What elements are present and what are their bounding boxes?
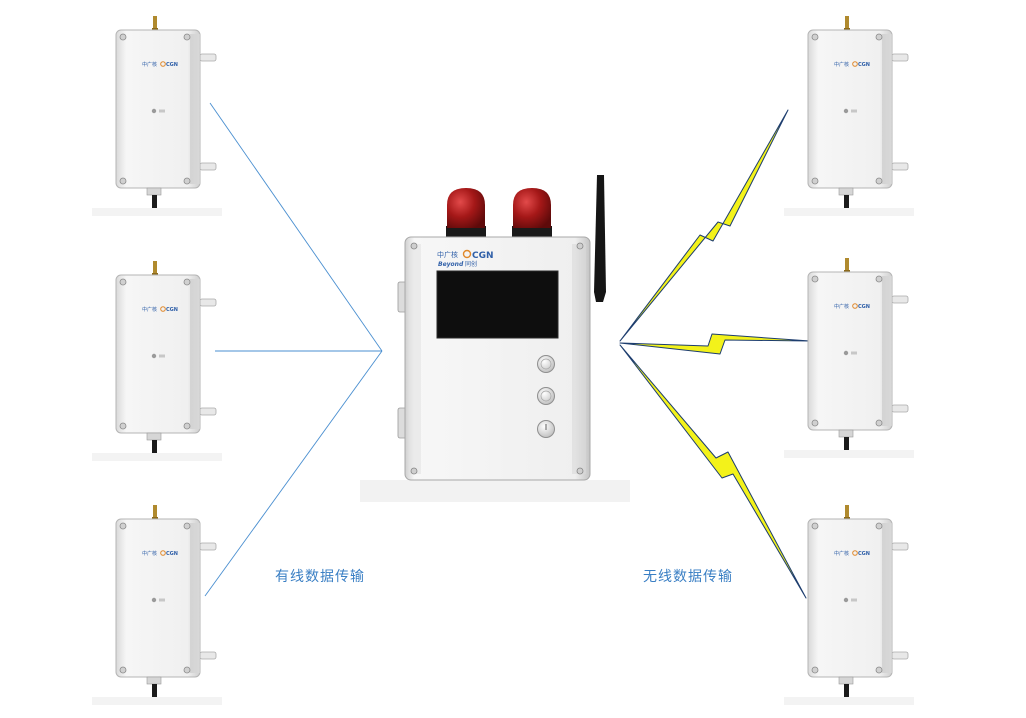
svg-text:CGN: CGN	[858, 551, 870, 557]
lightning-link-middle	[619, 333, 811, 355]
sensor-right-1: 中广核 CGN	[783, 15, 915, 217]
brand-logo-icon: 中广核 CGN	[834, 303, 870, 310]
wireless-transmission-label: 无线数据传输	[643, 569, 733, 585]
svg-text:中广核: 中广核	[834, 550, 849, 557]
sensor-left-2: 中广核 CGN	[91, 260, 223, 462]
brand-logo-icon: 中广核 CGN	[834, 61, 870, 68]
sensor-right-2: 中广核 CGN	[783, 257, 915, 459]
controller-display	[436, 270, 559, 339]
lightning-link-bottom	[619, 344, 807, 599]
svg-text:CGN: CGN	[858, 62, 870, 68]
brand-logo-icon: 中广核 CGN	[142, 550, 178, 557]
svg-text:中广核: 中广核	[142, 61, 157, 68]
svg-text:中广核: 中广核	[834, 303, 849, 310]
brand-logo-icon: 中广核 CGN	[142, 306, 178, 313]
wired-transmission-label: 有线数据传输	[275, 569, 365, 585]
sensor-left-3: 中广核 CGN	[91, 504, 223, 706]
wire-link-bottom	[204, 350, 383, 597]
lightning-link-top	[619, 109, 789, 342]
svg-text:CGN: CGN	[166, 551, 178, 557]
sensor-right-3: 中广核 CGN	[783, 504, 915, 706]
sensor-left-1: 中广核 CGN	[91, 15, 223, 217]
wired-links	[204, 102, 383, 597]
controller-sub-brand: Beyond	[438, 261, 464, 268]
beacon-light-icon	[446, 188, 486, 240]
controller-brand-logo: 中广核 CGN Beyond 同创	[437, 249, 494, 268]
svg-text:CGN: CGN	[166, 307, 178, 313]
svg-text:CGN: CGN	[166, 62, 178, 68]
brand-logo-icon	[462, 249, 472, 259]
controller-brand-text: 中广核	[437, 250, 458, 259]
svg-text:中广核: 中广核	[142, 550, 157, 557]
round-button-icon[interactable]	[537, 387, 555, 405]
controller-brand-cgn: CGN	[472, 251, 494, 261]
beacon-light-icon	[512, 188, 552, 240]
wireless-links	[619, 109, 811, 599]
svg-text:CGN: CGN	[858, 304, 870, 310]
svg-text:中广核: 中广核	[142, 306, 157, 313]
round-button-icon[interactable]	[537, 355, 555, 373]
antenna-icon	[594, 175, 606, 302]
brand-logo-icon: 中广核 CGN	[142, 61, 178, 68]
controller-sub-brand-cn: 同创	[465, 260, 477, 268]
power-button-icon[interactable]	[537, 420, 555, 438]
wire-link-top	[209, 102, 383, 352]
brand-logo-icon: 中广核 CGN	[834, 550, 870, 557]
central-controller: 中广核 CGN Beyond 同创	[360, 175, 630, 502]
svg-text:中广核: 中广核	[834, 61, 849, 68]
